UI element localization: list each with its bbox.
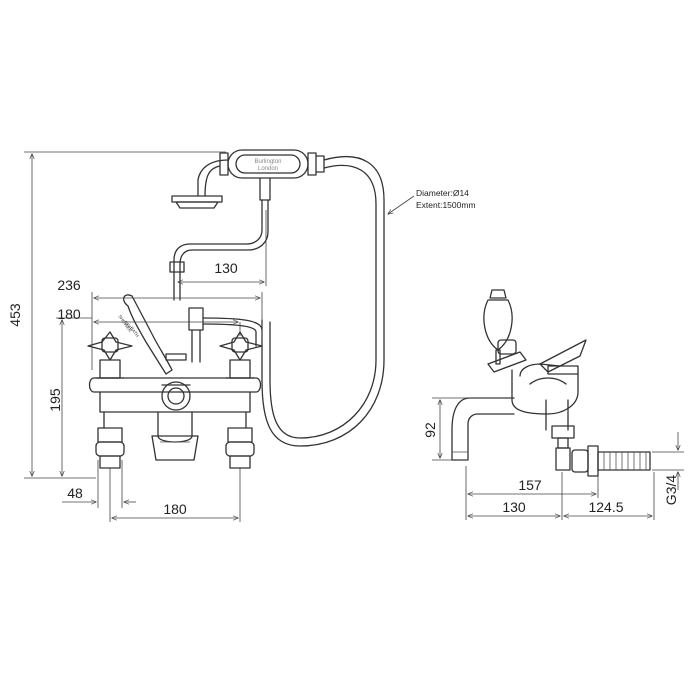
dim-handset-offset: 130 bbox=[214, 260, 238, 276]
legs bbox=[95, 427, 255, 469]
dim-reach-130: 130 bbox=[502, 499, 526, 515]
dim-tail-124-5: 124.5 bbox=[588, 499, 623, 515]
shower-hose bbox=[261, 156, 385, 447]
diverter-body: SHOWER OFF BATH bbox=[117, 294, 191, 411]
handle-label-bath: BATH bbox=[129, 326, 140, 338]
dim-width-236: 236 bbox=[57, 277, 81, 293]
dim-leg-48: 48 bbox=[67, 485, 83, 501]
hose-extent: Extent:1500mm bbox=[416, 200, 476, 210]
front-dimensions: 453 195 236 180 130 48 18 bbox=[7, 151, 267, 522]
dim-reach-157: 157 bbox=[518, 477, 542, 493]
dim-height-92: 92 bbox=[422, 422, 438, 438]
dim-width-180-top: 180 bbox=[57, 306, 81, 322]
dim-height-195: 195 bbox=[47, 388, 63, 412]
shower-handset: Burlington London bbox=[171, 149, 325, 209]
dim-thread-g3-4: G3/4 bbox=[663, 475, 679, 506]
side-view: 92 157 130 124.5 G3/4 bbox=[422, 289, 684, 520]
front-view: Burlington London bbox=[7, 149, 476, 522]
side-lever-handle bbox=[483, 289, 527, 373]
left-valve bbox=[87, 331, 133, 379]
side-tail bbox=[571, 445, 651, 477]
hose-note: Diameter:Ø14 Extent:1500mm bbox=[388, 188, 476, 214]
riser-pipe bbox=[188, 307, 263, 363]
brand-name: Burlington bbox=[254, 159, 281, 165]
side-diverter-lever bbox=[519, 339, 587, 377]
handle-label-off: OFF bbox=[123, 320, 132, 330]
side-dimensions: 92 157 130 124.5 G3/4 bbox=[422, 397, 684, 520]
dim-overall-height: 453 bbox=[7, 303, 23, 327]
tap-body bbox=[88, 377, 262, 461]
hose-diameter: Diameter:Ø14 bbox=[416, 188, 469, 198]
handset-cradle bbox=[169, 177, 271, 301]
brand-city: London bbox=[258, 166, 278, 172]
side-spout bbox=[451, 397, 515, 461]
side-body bbox=[511, 369, 579, 471]
right-valve bbox=[219, 331, 263, 379]
dim-centres-180: 180 bbox=[163, 501, 187, 517]
